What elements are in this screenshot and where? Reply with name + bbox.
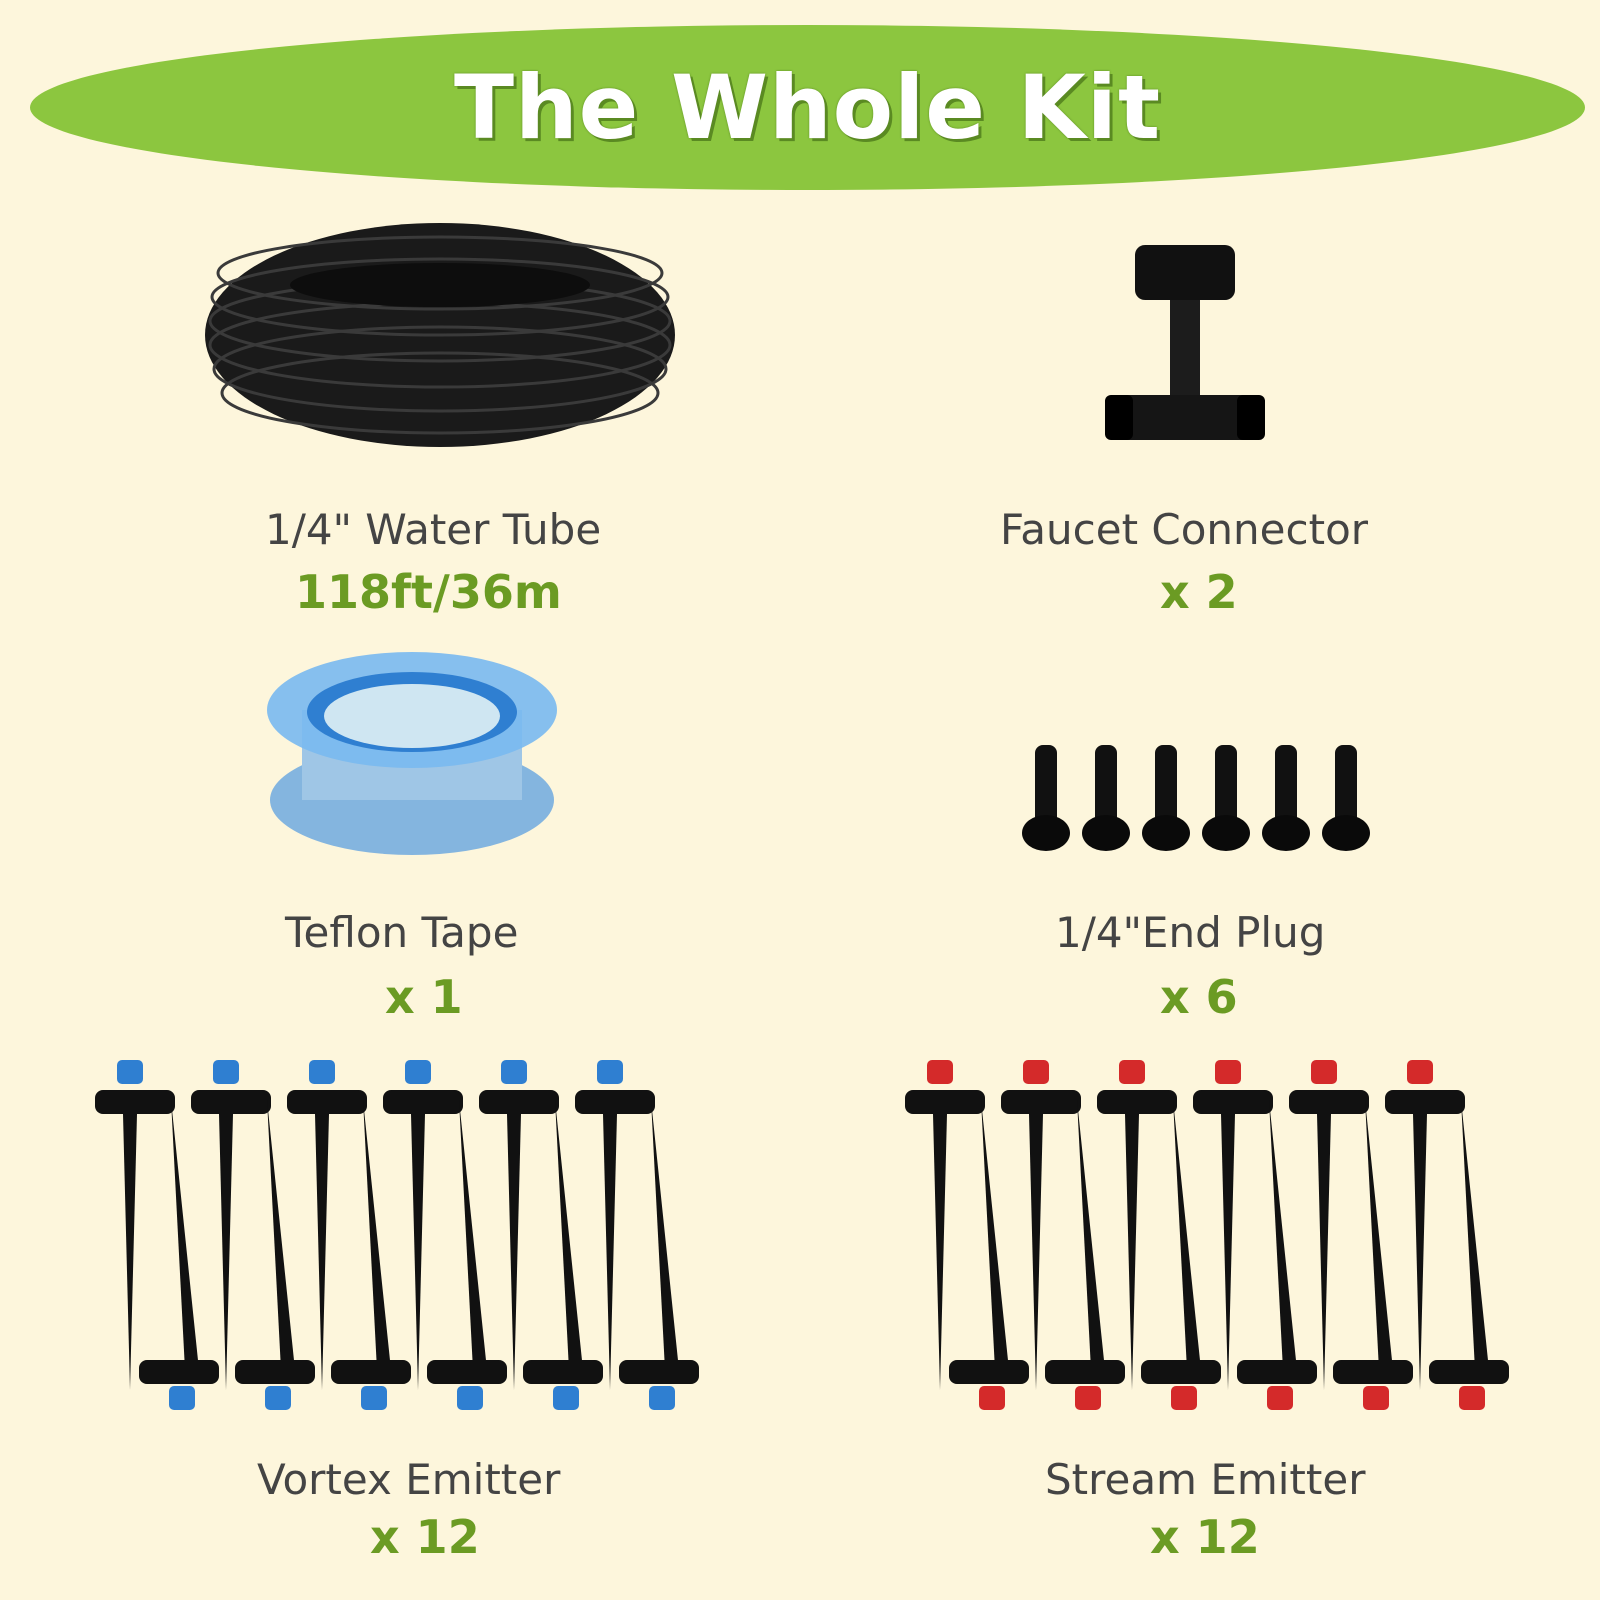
emitter-stake (1045, 1100, 1125, 1410)
emitter-stake (1333, 1100, 1413, 1410)
end-plug (1322, 745, 1370, 851)
emitter-stake (287, 1060, 367, 1390)
end-plug (1022, 745, 1070, 851)
item-quantity-stream-emitter: x 12 (1150, 1510, 1260, 1564)
item-quantity-end-plug: x 6 (1160, 970, 1238, 1024)
emitter-stake (191, 1060, 271, 1390)
item-label-end-plug: 1/4"End Plug (1055, 908, 1326, 957)
emitter-stake (1001, 1060, 1081, 1390)
emitter-stake (331, 1100, 411, 1410)
title-banner: The Whole Kit (30, 25, 1585, 190)
item-quantity-vortex-emitter: x 12 (370, 1510, 480, 1564)
emitter-stake (235, 1100, 315, 1410)
item-quantity-water-tube: 118ft/36m (295, 565, 562, 619)
emitter-stake (427, 1100, 507, 1410)
emitter-stake (139, 1100, 219, 1410)
emitter-stake (1097, 1060, 1177, 1390)
emitter-stake (575, 1060, 655, 1390)
emitter-stake (95, 1060, 175, 1390)
emitter-stake (1237, 1100, 1317, 1410)
end-plug (1262, 745, 1310, 851)
emitter-stake (1141, 1100, 1221, 1410)
item-label-stream-emitter: Stream Emitter (1045, 1455, 1366, 1504)
item-label-vortex-emitter: Vortex Emitter (257, 1455, 561, 1504)
stream-emitter-icon (905, 1060, 1509, 1410)
vortex-emitter-icon (95, 1060, 699, 1410)
coiled-tube-icon (205, 223, 675, 447)
item-label-teflon-tape: Teflon Tape (285, 908, 519, 957)
emitter-stake (905, 1060, 985, 1390)
emitter-stake (1429, 1100, 1509, 1410)
end-plug (1202, 745, 1250, 851)
item-label-water-tube: 1/4" Water Tube (265, 505, 602, 554)
emitter-stake (1193, 1060, 1273, 1390)
emitter-stake (949, 1100, 1029, 1410)
page-title: The Whole Kit (453, 56, 1162, 159)
emitter-stake (1385, 1060, 1465, 1390)
item-quantity-faucet-connector: x 2 (1160, 565, 1238, 619)
emitter-stake (383, 1060, 463, 1390)
emitter-stake (619, 1100, 699, 1410)
end-plug (1082, 745, 1130, 851)
item-label-faucet-connector: Faucet Connector (1000, 505, 1369, 554)
faucet-connector-icon (1105, 245, 1265, 440)
emitter-stake (523, 1100, 603, 1410)
end-plug-icon (1022, 745, 1370, 851)
emitter-stake (479, 1060, 559, 1390)
emitter-stake (1289, 1060, 1369, 1390)
end-plug (1142, 745, 1190, 851)
item-quantity-teflon-tape: x 1 (385, 970, 463, 1024)
teflon-tape-icon (267, 652, 557, 855)
